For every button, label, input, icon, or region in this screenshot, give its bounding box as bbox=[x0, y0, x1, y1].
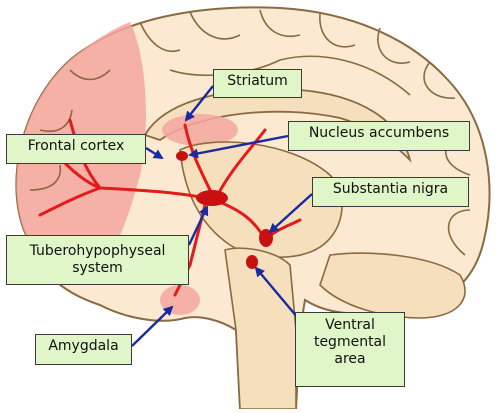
label-amygdala: Amygdala bbox=[35, 334, 132, 365]
cerebellum bbox=[319, 252, 466, 319]
label-tuberohypophyseal-system: Tuberohypophyseal system bbox=[6, 235, 189, 285]
label-ventral-tegmental-area: Ventral tegmental area bbox=[295, 312, 405, 387]
thalamus bbox=[179, 141, 343, 258]
arrow-nucleus-accumbens bbox=[188, 134, 289, 159]
label-substantia-nigra: Substantia nigra bbox=[312, 177, 469, 207]
arrow-tuberohypophyseal bbox=[187, 205, 209, 246]
striatum-highlight bbox=[162, 114, 238, 146]
label-frontal-cortex: Frontal cortex bbox=[6, 134, 146, 164]
substantia-nigra-node bbox=[259, 229, 273, 247]
tuberohypophyseal-node bbox=[196, 190, 228, 206]
arrow-frontal-cortex bbox=[145, 146, 164, 160]
label-nucleus-accumbens: Nucleus accumbens bbox=[288, 121, 470, 151]
amygdala-highlight bbox=[160, 285, 200, 315]
pointer-arrows bbox=[131, 85, 313, 347]
label-striatum: Striatum bbox=[213, 69, 302, 98]
nucleus-accumbens-node bbox=[176, 151, 188, 161]
arrow-vta bbox=[254, 266, 299, 319]
vta-node bbox=[246, 255, 258, 269]
arrow-striatum bbox=[184, 85, 214, 122]
arrow-substantia-nigra bbox=[268, 193, 313, 234]
arrow-amygdala bbox=[131, 305, 174, 347]
